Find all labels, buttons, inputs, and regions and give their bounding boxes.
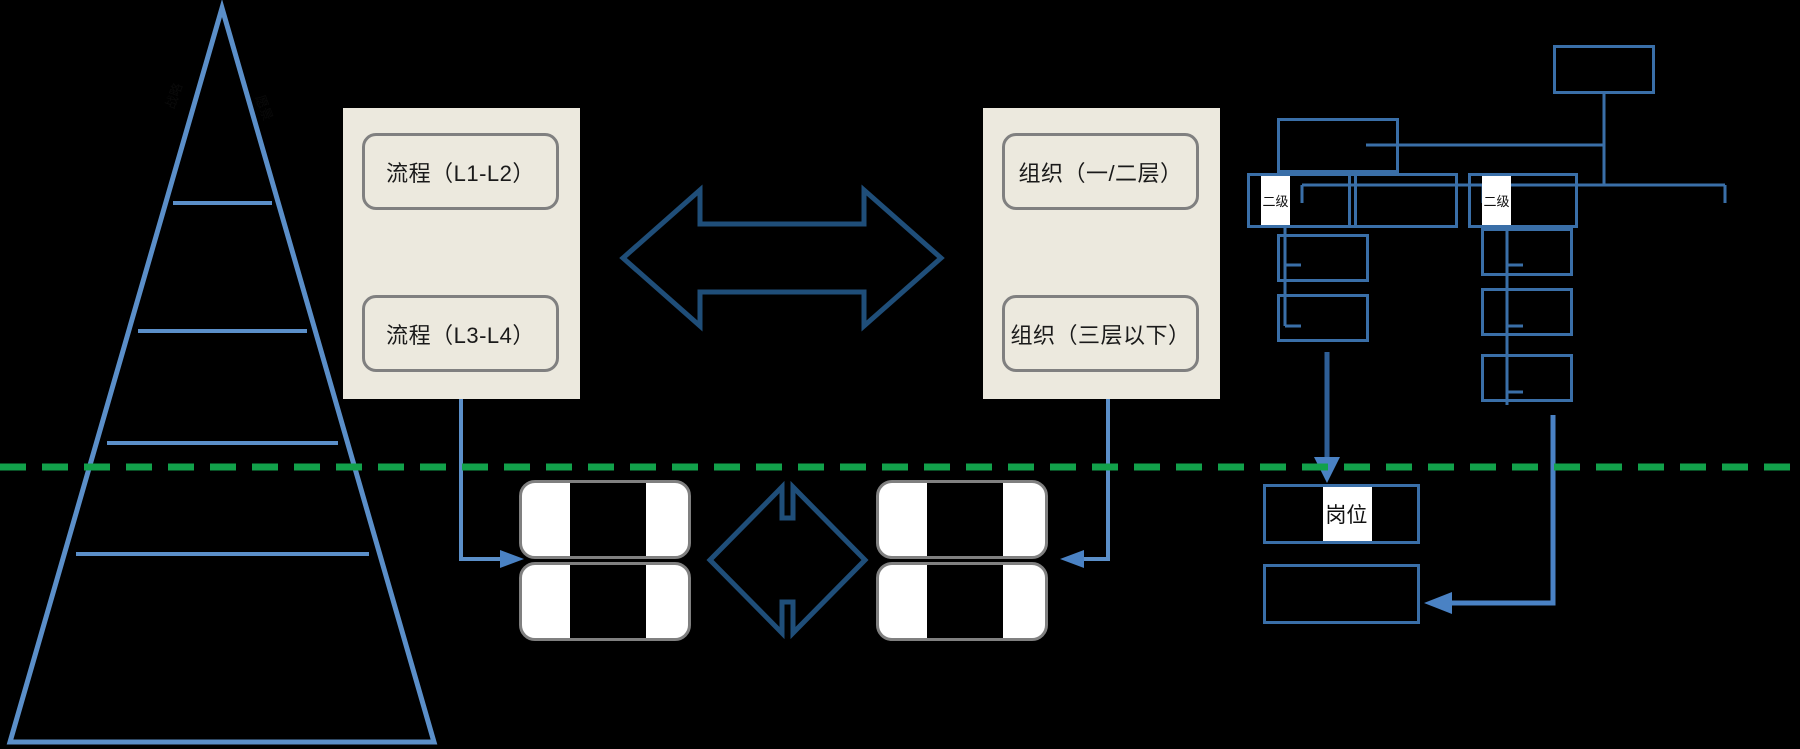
org-to-role-connector [1060, 372, 1110, 568]
activity-box-label: 活动 [570, 483, 647, 556]
position-node-upper[interactable]: 岗位 [1263, 484, 1420, 544]
task-box[interactable]: 任务 [519, 562, 691, 641]
org-node-c3[interactable] [1481, 354, 1573, 402]
process-org-bidirectional-arrow[interactable] [619, 184, 945, 332]
role-box-label: 角色 [927, 483, 1004, 556]
org-node-div-a-label: 二级 [1261, 176, 1290, 225]
process-box-l1l2[interactable]: 流程（L1-L2） [362, 133, 559, 210]
org-node-c2[interactable] [1481, 288, 1573, 336]
org-to-lower-position-arrow [1424, 415, 1556, 614]
process-to-activity-connector [459, 372, 524, 568]
org-chart-connectors [1283, 94, 1727, 405]
activity-role-bidirectional-arrow[interactable] [706, 480, 869, 640]
org-to-position-arrow [1314, 352, 1340, 483]
activity-box[interactable]: 活动 [519, 480, 691, 559]
org-box-level12[interactable]: 组织（一/二层） [1002, 133, 1199, 210]
org-node-div-c[interactable]: 二级 [1468, 173, 1578, 228]
role-box[interactable]: 角色 [876, 480, 1048, 559]
org-node-staff[interactable] [1277, 118, 1399, 173]
org-node-a2[interactable] [1277, 294, 1369, 342]
position-box[interactable]: 岗位 [876, 562, 1048, 641]
position-box-label: 岗位 [927, 565, 1004, 638]
task-box-label: 任务 [570, 565, 647, 638]
org-node-a1[interactable] [1277, 234, 1369, 282]
org-node-root[interactable] [1553, 45, 1655, 94]
process-box-l3l4[interactable]: 流程（L3-L4） [362, 295, 559, 372]
position-node-lower-label [1323, 567, 1371, 621]
org-node-c1[interactable] [1481, 228, 1573, 276]
position-node-lower[interactable] [1263, 564, 1420, 624]
org-node-div-c-label: 二级 [1482, 176, 1511, 225]
org-node-div-a[interactable]: 二级 [1247, 173, 1357, 228]
capability-pyramid [6, 0, 438, 745]
position-node-upper-label: 岗位 [1323, 487, 1372, 541]
org-box-level3down[interactable]: 组织（三层以下） [1002, 295, 1199, 372]
org-node-div-b[interactable] [1348, 173, 1458, 228]
